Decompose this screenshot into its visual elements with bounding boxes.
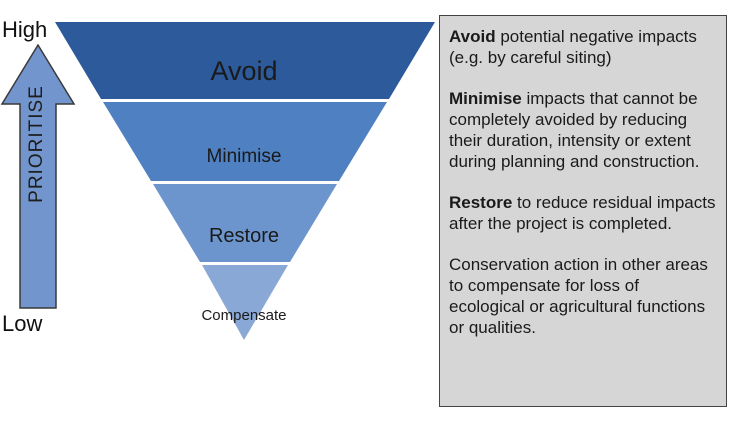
pyramid-label-avoid: Avoid bbox=[210, 56, 278, 86]
term-avoid: Avoid bbox=[449, 27, 496, 46]
description-minimise: Minimise impacts that cannot be complete… bbox=[449, 88, 718, 172]
pyramid-label-minimise: Minimise bbox=[206, 146, 282, 167]
high-label: High bbox=[2, 17, 48, 42]
term-minimise: Minimise bbox=[449, 89, 522, 108]
pyramid-level-avoid bbox=[55, 22, 435, 99]
pyramid-label-restore: Restore bbox=[208, 225, 280, 247]
pyramid-level-restore bbox=[153, 184, 337, 262]
description-compensate: Conservation action in other areas to co… bbox=[449, 254, 718, 338]
description-avoid: Avoid potential negative impacts (e.g. b… bbox=[449, 26, 718, 68]
description-restore: Restore to reduce residual impacts after… bbox=[449, 192, 718, 234]
pyramid-label-compensate: Compensate bbox=[201, 307, 287, 324]
pyramid-level-minimise bbox=[103, 102, 387, 181]
prioritise-arrow: PRIORITISE bbox=[0, 44, 76, 310]
pyramid-level-compensate bbox=[202, 265, 288, 340]
up-arrow-icon bbox=[0, 44, 76, 309]
description-box: Avoid potential negative impacts (e.g. b… bbox=[439, 15, 727, 407]
text-compensate: Conservation action in other areas to co… bbox=[449, 255, 708, 337]
text-minimise: impacts that cannot be completely avoide… bbox=[449, 89, 700, 171]
low-label: Low bbox=[2, 311, 43, 336]
text-avoid: potential negative impacts (e.g. by care… bbox=[449, 27, 697, 67]
text-restore: to reduce residual impacts after the pro… bbox=[449, 193, 716, 233]
term-restore: Restore bbox=[449, 193, 513, 212]
